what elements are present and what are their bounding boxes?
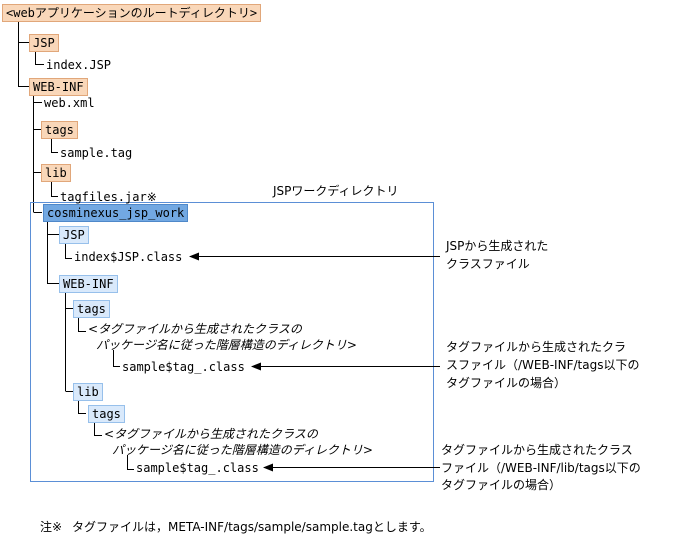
footnote-text: タグファイルは，META-INF/tags/sample/sample.tagと… [72, 520, 432, 534]
work-lib-tags-directory: tags [88, 405, 125, 423]
lib-directory: lib [41, 164, 71, 182]
index-class-file: index$JSP.class [74, 250, 183, 264]
jsp-directory: JSP [29, 34, 59, 52]
work-tags-directory: tags [73, 300, 110, 318]
hierarchy-dir-1-line2: パッケージ名に従った階層構造のディレクトリ> [96, 338, 357, 352]
work-root-directory: cosminexus_jsp_work [43, 204, 189, 222]
webinf-directory: WEB-INF [29, 78, 88, 96]
sample-class-file-2: sample$tag_.class [136, 461, 259, 475]
tags-directory: tags [41, 121, 78, 139]
hierarchy-dir-2-line2: パッケージ名に従った階層構造のディレクトリ> [112, 443, 373, 457]
web-xml-file: web.xml [44, 96, 95, 110]
work-lib-directory: lib [73, 383, 103, 401]
sample-class-file-1: sample$tag_.class [122, 360, 245, 374]
work-jsp-directory: JSP [59, 226, 89, 244]
footnote-mark: 注※ [40, 520, 63, 534]
work-directory-title: JSPワークディレクトリ [273, 184, 399, 198]
work-webinf-directory: WEB-INF [59, 275, 118, 293]
tagfiles-jar-file: tagfiles.jar※ [60, 190, 157, 204]
sample-tag-file: sample.tag [60, 146, 133, 160]
root-directory: <webアプリケーションのルートディレクトリ> [2, 4, 262, 22]
index-jsp-file: index.JSP [46, 58, 112, 72]
hierarchy-dir-2-line1: <タグファイルから生成されたクラスの [104, 427, 318, 441]
work-directory-frame [30, 202, 434, 482]
hierarchy-dir-1-line1: <タグファイルから生成されたクラスの [88, 322, 302, 336]
